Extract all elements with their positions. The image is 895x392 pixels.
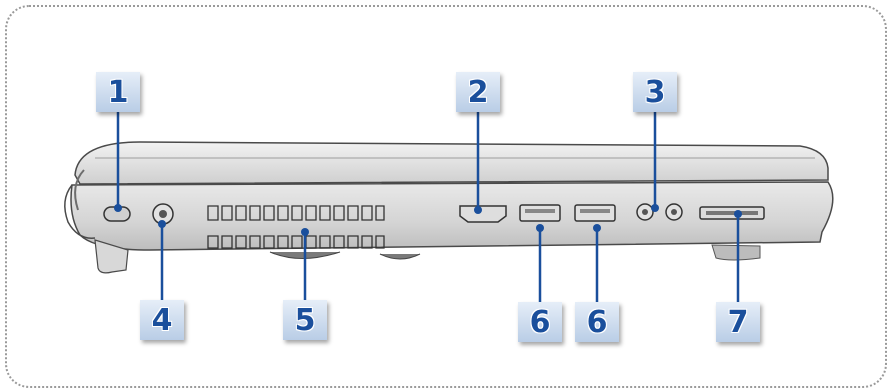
callout-2-label: 2 [467, 74, 489, 110]
callout-6b-label: 6 [586, 304, 608, 340]
callout-5-label: 5 [294, 302, 316, 338]
callout-3-label: 3 [644, 74, 666, 110]
rear-foot [711, 244, 761, 261]
callout-5: 5 [283, 300, 327, 340]
callout-4: 4 [140, 300, 184, 340]
callout-1: 1 [96, 72, 140, 112]
callout-1-label: 1 [107, 74, 129, 110]
callout-7-label: 7 [727, 304, 749, 340]
front-foot [94, 239, 129, 274]
callout-4-label: 4 [151, 302, 173, 338]
laptop-lid [74, 141, 829, 185]
callout-6a-label: 6 [529, 304, 551, 340]
leader-lines [116, 112, 740, 304]
callout-6a: 6 [518, 302, 562, 342]
hdmi-port-icon [459, 205, 507, 223]
callout-6b: 6 [575, 302, 619, 342]
callout-2: 2 [456, 72, 500, 112]
callout-7: 7 [716, 302, 760, 342]
vent-icon [207, 205, 385, 249]
callout-3: 3 [633, 72, 677, 112]
diagram-frame [5, 5, 887, 388]
